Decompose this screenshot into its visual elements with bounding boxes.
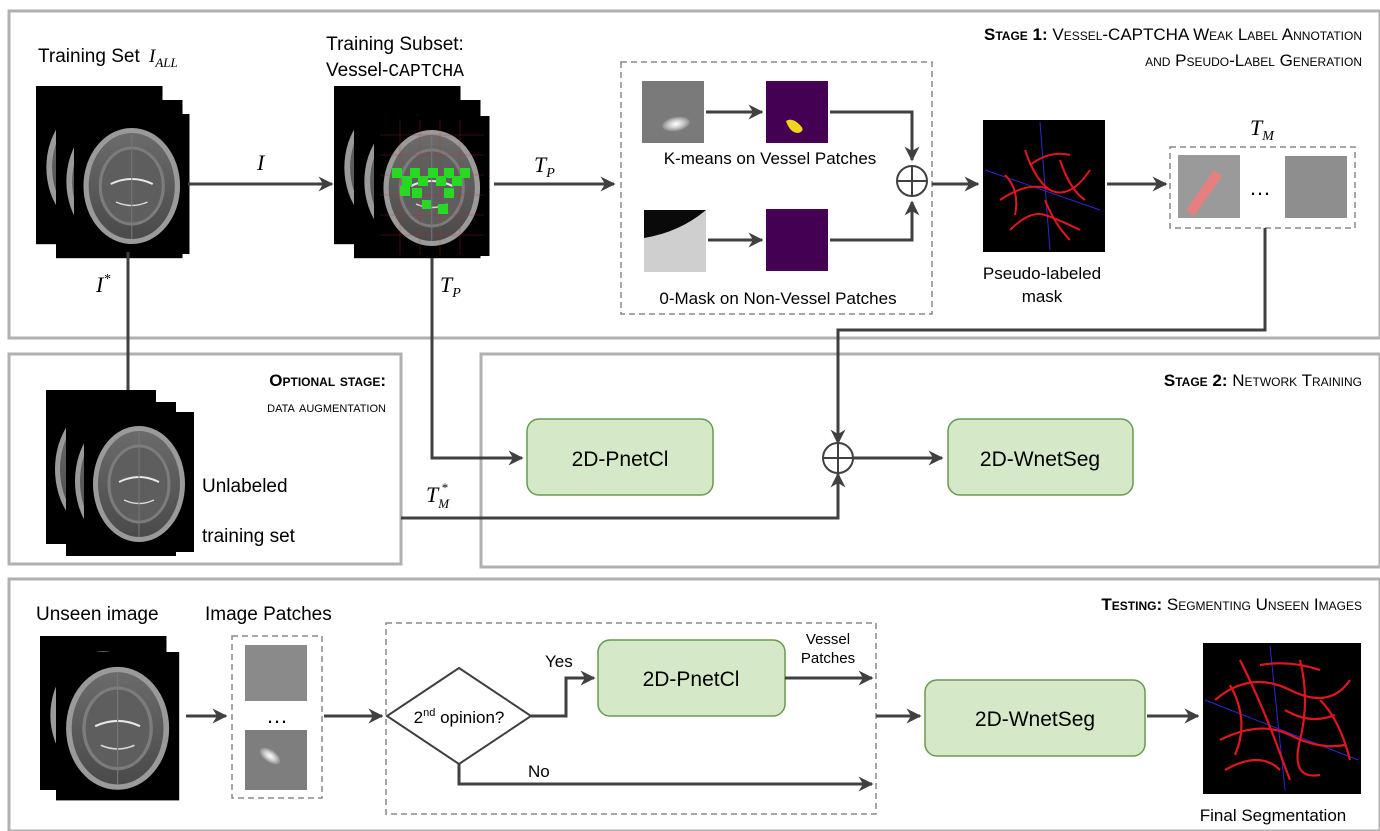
Istar-label: I*	[95, 272, 110, 297]
zero-mask-image	[766, 209, 828, 271]
arrow-yes	[531, 670, 596, 718]
arrow-I-label: I	[256, 150, 266, 175]
kmeans-mask-image	[766, 81, 828, 143]
training-set-label: Training Set IALL	[38, 46, 178, 70]
testing-title: Testing: Segmenting Unseen Images	[1101, 595, 1362, 614]
arrow-TP-to-pnet	[430, 258, 524, 466]
vessel-patch-image	[642, 81, 704, 143]
stage2-panel	[479, 352, 1380, 569]
unseen-image-stack	[38, 634, 181, 803]
image-patches-box	[231, 635, 323, 799]
TM-background-patch	[1285, 156, 1347, 218]
pseudo-label-line2: mask	[1022, 287, 1063, 306]
TM-label: TM	[1250, 115, 1275, 144]
patches-ellipsis: …	[266, 703, 288, 728]
arrow-zeromask-to-merge	[830, 200, 920, 242]
unlabeled-line1: Unlabeled	[202, 476, 288, 497]
stage2-title: Stage 2: Network Training	[1164, 371, 1362, 390]
vessel-patches-line2: Patches	[801, 650, 855, 667]
arrow-TP-label: TP	[534, 152, 555, 181]
stage1-panel	[7, 9, 1380, 340]
subset-label-line1: Training Subset:	[326, 34, 464, 55]
TM-ellipsis: …	[1249, 175, 1271, 200]
testing-wnet-label: 2D-WnetSeg	[975, 708, 1095, 731]
patch-background	[245, 645, 307, 701]
subset-label-line2: Vessel-CAPTCHA	[326, 60, 464, 82]
merge-operator-stage1	[896, 165, 928, 197]
arrow-TMstar-to-merge	[401, 472, 846, 520]
stage2-wnet-box	[947, 418, 1134, 496]
training-set-images	[34, 84, 192, 260]
patch-vessel	[245, 730, 307, 790]
optional-subtitle: data augmentation	[267, 399, 386, 416]
stage1-title-line2: and Pseudo-Label Generation	[1145, 51, 1362, 70]
captcha-subset-images	[332, 84, 492, 260]
testing-pnet-label: 2D-PnetCl	[643, 668, 740, 691]
patch-processing-box	[620, 61, 933, 315]
nonvessel-patch-image	[644, 210, 706, 272]
arrow-TM-to-stage2-merge	[830, 228, 1267, 445]
second-opinion-label: 2nd opinion?	[414, 707, 505, 727]
stage2-wnet-label: 2D-WnetSeg	[980, 448, 1100, 471]
arrow-TP2-label: TP	[440, 272, 461, 301]
stage2-pnet-label: 2D-PnetCl	[572, 448, 669, 471]
final-segmentation-label: Final Segmentation	[1200, 806, 1346, 825]
TM-patches-box	[1169, 146, 1356, 229]
optional-panel	[7, 352, 403, 566]
pseudo-label-mask-image	[983, 120, 1105, 252]
captcha-grid-marks	[392, 168, 470, 214]
stage2-pnet-box	[526, 418, 714, 496]
unlabeled-line2: training set	[202, 526, 296, 547]
arrow-kmeans-to-merge	[830, 110, 920, 162]
yes-label: Yes	[545, 652, 573, 671]
no-label: No	[528, 762, 550, 781]
pseudo-label-line1: Pseudo-labeled	[983, 264, 1101, 283]
testing-panel	[7, 577, 1380, 831]
stage1-title: Stage 1: Vessel-CAPTCHA Weak Label Annot…	[984, 25, 1362, 44]
decision-box	[385, 622, 877, 815]
optional-title: Optional stage:	[269, 371, 386, 390]
unlabeled-training-images	[44, 388, 196, 558]
TMstar-label: TM*	[426, 480, 450, 511]
vessel-patches-line1: Vessel	[806, 631, 850, 648]
unseen-image-label: Unseen image	[36, 604, 159, 625]
kmeans-label: K-means on Vessel Patches	[664, 149, 877, 168]
TM-vessel-patch	[1178, 155, 1240, 218]
arrow-no	[457, 764, 874, 792]
merge-operator-stage2	[822, 442, 854, 474]
image-patches-label: Image Patches	[205, 604, 332, 625]
zero-mask-label: 0-Mask on Non-Vessel Patches	[659, 289, 896, 308]
final-segmentation-image	[1203, 643, 1361, 794]
testing-wnet-box	[924, 679, 1146, 757]
